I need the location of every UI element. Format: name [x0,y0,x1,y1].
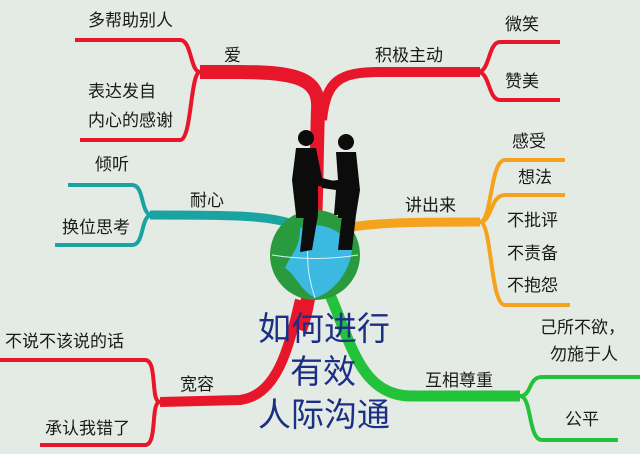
center-title-line2: 有效 [290,352,356,391]
tolerance-sub [0,358,161,447]
patience-sub [55,183,153,247]
green-branch [324,292,520,402]
item-no-complain: 不抱怨 [507,276,558,296]
center-title-line1: 如何进行 [258,309,390,348]
branch-proactive-label: 积极主动 [375,46,443,66]
item-express-1: 表达发自 [88,82,156,102]
tolerance-branch [159,298,305,407]
item-help-others: 多帮助别人 [88,11,173,31]
item-admit-mistake: 承认我错了 [45,419,130,439]
speak-sub [478,158,570,307]
item-smile: 微笑 [505,15,539,35]
respect-sub [519,375,640,442]
item-golden-rule-2: 勿施于人 [550,345,618,365]
item-no-blame: 不责备 [507,244,558,264]
orange-branch [344,217,481,233]
item-golden-rule-1: 己所不欲， [540,318,625,338]
teal-branch [149,210,297,230]
item-thoughts: 想法 [518,168,552,188]
item-fairness: 公平 [565,410,599,430]
red-trunk-right [317,67,480,121]
item-feelings: 感受 [512,132,546,152]
branch-patience-label: 耐心 [190,191,224,211]
item-no-criticize: 不批评 [507,211,558,231]
handshake-silhouette-icon [292,130,360,252]
item-praise: 赞美 [505,72,539,92]
branch-love-label: 爱 [224,46,241,66]
item-express-2: 内心的感谢 [88,111,173,131]
item-dont-say: 不说不该说的话 [5,332,124,352]
proactive-sub [477,40,560,102]
love-sub [75,38,202,142]
center-title-line3: 人际沟通 [258,395,390,434]
branch-tolerance-label: 宽容 [180,375,214,395]
branch-speak-label: 讲出来 [405,196,456,216]
item-listen: 倾听 [95,155,129,175]
item-empathy: 换位思考 [62,218,130,238]
branch-respect-label: 互相尊重 [425,371,493,391]
